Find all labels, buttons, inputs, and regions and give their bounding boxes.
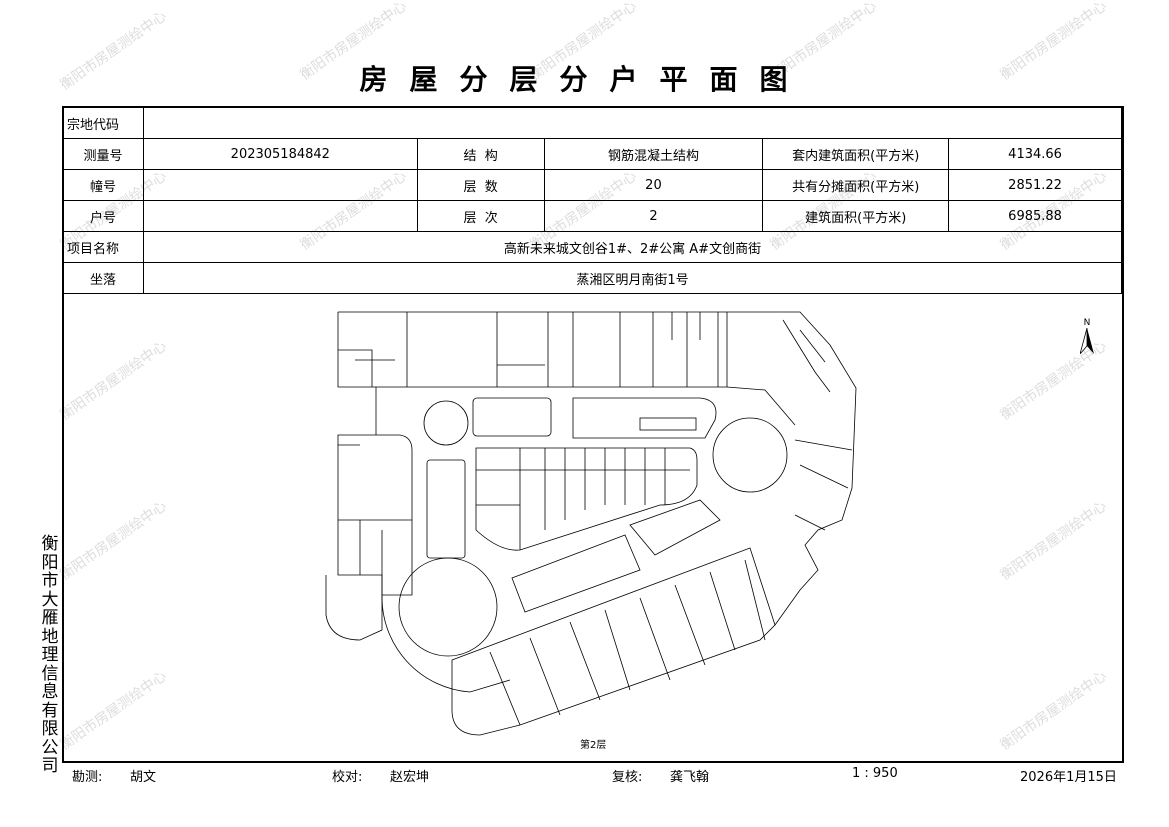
checker-name: 赵宏坤 [390,770,430,785]
floors-label: 层 数 [416,169,545,201]
floor-level-value: 2 [543,200,764,232]
land-code-label: 宗地代码 [62,107,144,139]
reviewer-name: 龚飞翰 [670,770,710,785]
checker-label: 校对: [332,770,363,785]
scale: 1 : 950 [852,766,898,781]
structure-value: 钢筋混凝土结构 [543,138,764,170]
building-area-value: 6985.88 [948,200,1122,232]
date: 2026年1月15日 [1020,770,1117,785]
surveyor-name: 胡文 [130,770,157,785]
shared-area-label: 共有分摊面积(平方米) [762,169,950,201]
floor-label: 第2层 [580,740,607,751]
surveyor-label: 勘测: [72,770,103,785]
building-no-value [142,169,418,201]
unit-no-value [142,200,418,232]
company-name-vertical: 衡阳市大雁地理信息有限公司 [41,534,59,776]
location-label: 坐落 [62,262,144,294]
building-area-label: 建筑面积(平方米) [762,200,950,232]
page-title: 房屋分层分户平面图 [359,63,810,96]
north-label: N [1083,318,1091,328]
reviewer-label: 复核: [612,770,643,785]
inner-area-label: 套内建筑面积(平方米) [762,138,950,170]
location-value: 蒸湘区明月南街1号 [142,262,1123,294]
north-arrow: N [1079,318,1094,357]
north-arrow-icon [1079,327,1094,355]
project-value: 高新未来城文创谷1#、2#公寓 A#文创商街 [142,231,1123,263]
building-no-label: 幢号 [62,169,144,201]
info-table: 宗地代码 测量号 202305184842 结 构 钢筋混凝土结构 套内建筑面积… [62,107,1123,294]
floors-value: 20 [543,169,764,201]
